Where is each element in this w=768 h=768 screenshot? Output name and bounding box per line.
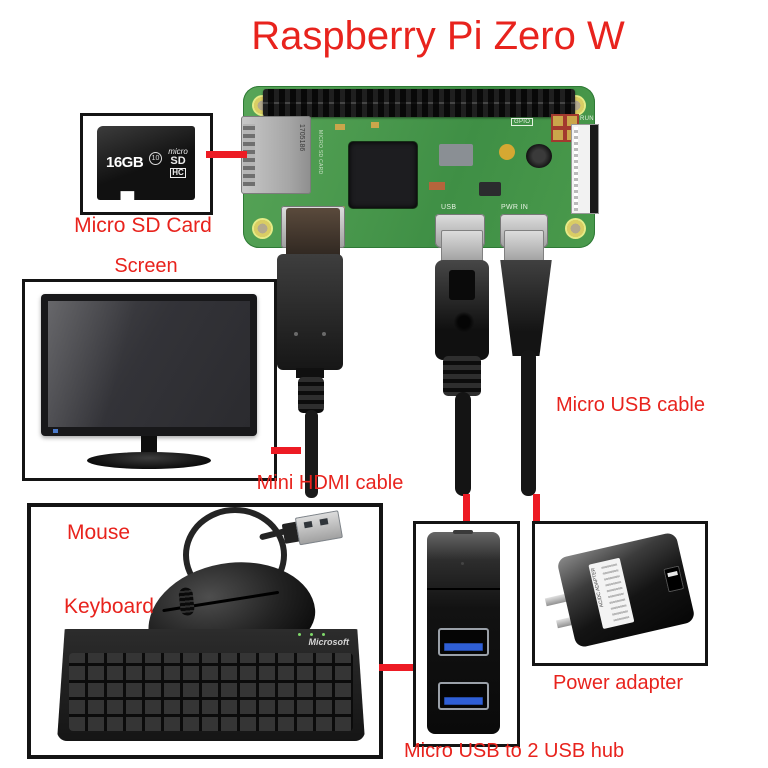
usb-cable-right-plug: [504, 230, 544, 262]
power-adapter-label: Power adapter: [552, 672, 684, 694]
hdmi-strain-relief: [298, 377, 324, 413]
hub-label: Micro USB to 2 USB hub: [404, 740, 625, 762]
mounting-hole: [252, 218, 273, 239]
keyboard-led: [310, 633, 313, 636]
usb-port-tongue: [444, 697, 483, 705]
usb-cable-left-cord: [455, 392, 471, 496]
monitor: [41, 294, 257, 436]
capacitor: [499, 144, 515, 160]
line-screen-to-hdmi: [271, 447, 301, 454]
hdmi-cable-label: Mini HDMI cable: [256, 472, 404, 494]
screen-box: [22, 279, 277, 481]
scroll-wheel: [178, 586, 195, 617]
monitor-screen: [48, 301, 250, 427]
usb-cable-right-body: [500, 260, 552, 356]
smd-component: [335, 124, 345, 130]
smd-component: [479, 182, 501, 196]
sd-code: 1705186: [298, 124, 305, 152]
keyboard-brand: Microsoft: [308, 637, 350, 647]
run-silkscreen: RUN: [580, 116, 594, 122]
keyboard: Microsoft: [57, 629, 365, 741]
hub-usb-port-1: [438, 628, 489, 656]
hdmi-plug: [286, 208, 340, 258]
monitor-logo: [53, 429, 58, 433]
usb-cable-right-cord: [521, 350, 536, 496]
hub-usb-port-2: [438, 682, 489, 710]
monitor-neck: [141, 436, 157, 456]
soc-chip: [349, 142, 417, 208]
hdmi-connector-body: [277, 254, 343, 370]
gpio-silkscreen: GPIO: [511, 118, 534, 126]
power-adapter: AC/DC ADAPTER: [544, 531, 696, 649]
hdmi-neck: [296, 368, 324, 378]
monitor-base: [87, 452, 211, 469]
hub-box: [413, 521, 520, 747]
line-keyboard-to-hub: [379, 664, 414, 671]
inductor: [526, 144, 552, 168]
gpio-header: [263, 89, 575, 117]
pwr-in-silkscreen: PWR IN: [501, 204, 529, 211]
input-devices-box: Mouse Keyboard Microsoft: [27, 503, 383, 759]
smd-component: [371, 122, 379, 128]
usb-cable-left-strain-relief: [443, 356, 481, 396]
screen-label: Screen: [114, 255, 178, 277]
usb-port-tongue: [444, 643, 483, 651]
usb-port-silkscreen: USB: [441, 204, 457, 211]
usb-cable-label: Micro USB cable: [556, 394, 705, 416]
line-usb-to-power: [533, 494, 540, 524]
sd-slot-silkscreen: MICRO SD CARD: [317, 130, 323, 175]
usb-hub: [427, 530, 500, 734]
csi-connector: [571, 124, 599, 214]
sd-capacity: 16GB: [106, 154, 144, 171]
usb-cable-left-plug: [441, 230, 483, 262]
raspberry-pi-board: 1705186 MICRO SD CARD GPIO RUN TV USB: [241, 86, 599, 248]
keyboard-label: Keyboard: [64, 595, 154, 618]
page-title: Raspberry Pi Zero W: [251, 14, 625, 58]
sd-card-edge: [243, 124, 255, 186]
usb-cable-left-body: [435, 260, 489, 360]
mouse-usb-plug: [281, 510, 343, 548]
sd-card-slot: 1705186: [241, 116, 311, 194]
keyboard-led: [298, 633, 301, 636]
mounting-hole: [565, 218, 586, 239]
keyboard-keys: [69, 653, 353, 731]
micro-sd-card: 16GB 10 micro SD HC: [97, 126, 195, 200]
line-usb-to-hub: [463, 494, 470, 523]
microsd-logo: micro SD HC: [168, 147, 188, 178]
sd-class-badge: 10: [149, 152, 162, 165]
smd-component: [429, 182, 445, 190]
keyboard-led: [322, 633, 325, 636]
power-adapter-box: AC/DC ADAPTER: [532, 521, 708, 666]
mouse-label: Mouse: [67, 521, 131, 544]
sd-card-label: Micro SD Card: [74, 214, 212, 237]
hdmi-cord: [305, 410, 318, 498]
sd-card-box: 16GB 10 micro SD HC: [80, 113, 213, 215]
line-sd-to-pi: [206, 151, 247, 158]
smd-component: [439, 144, 473, 166]
